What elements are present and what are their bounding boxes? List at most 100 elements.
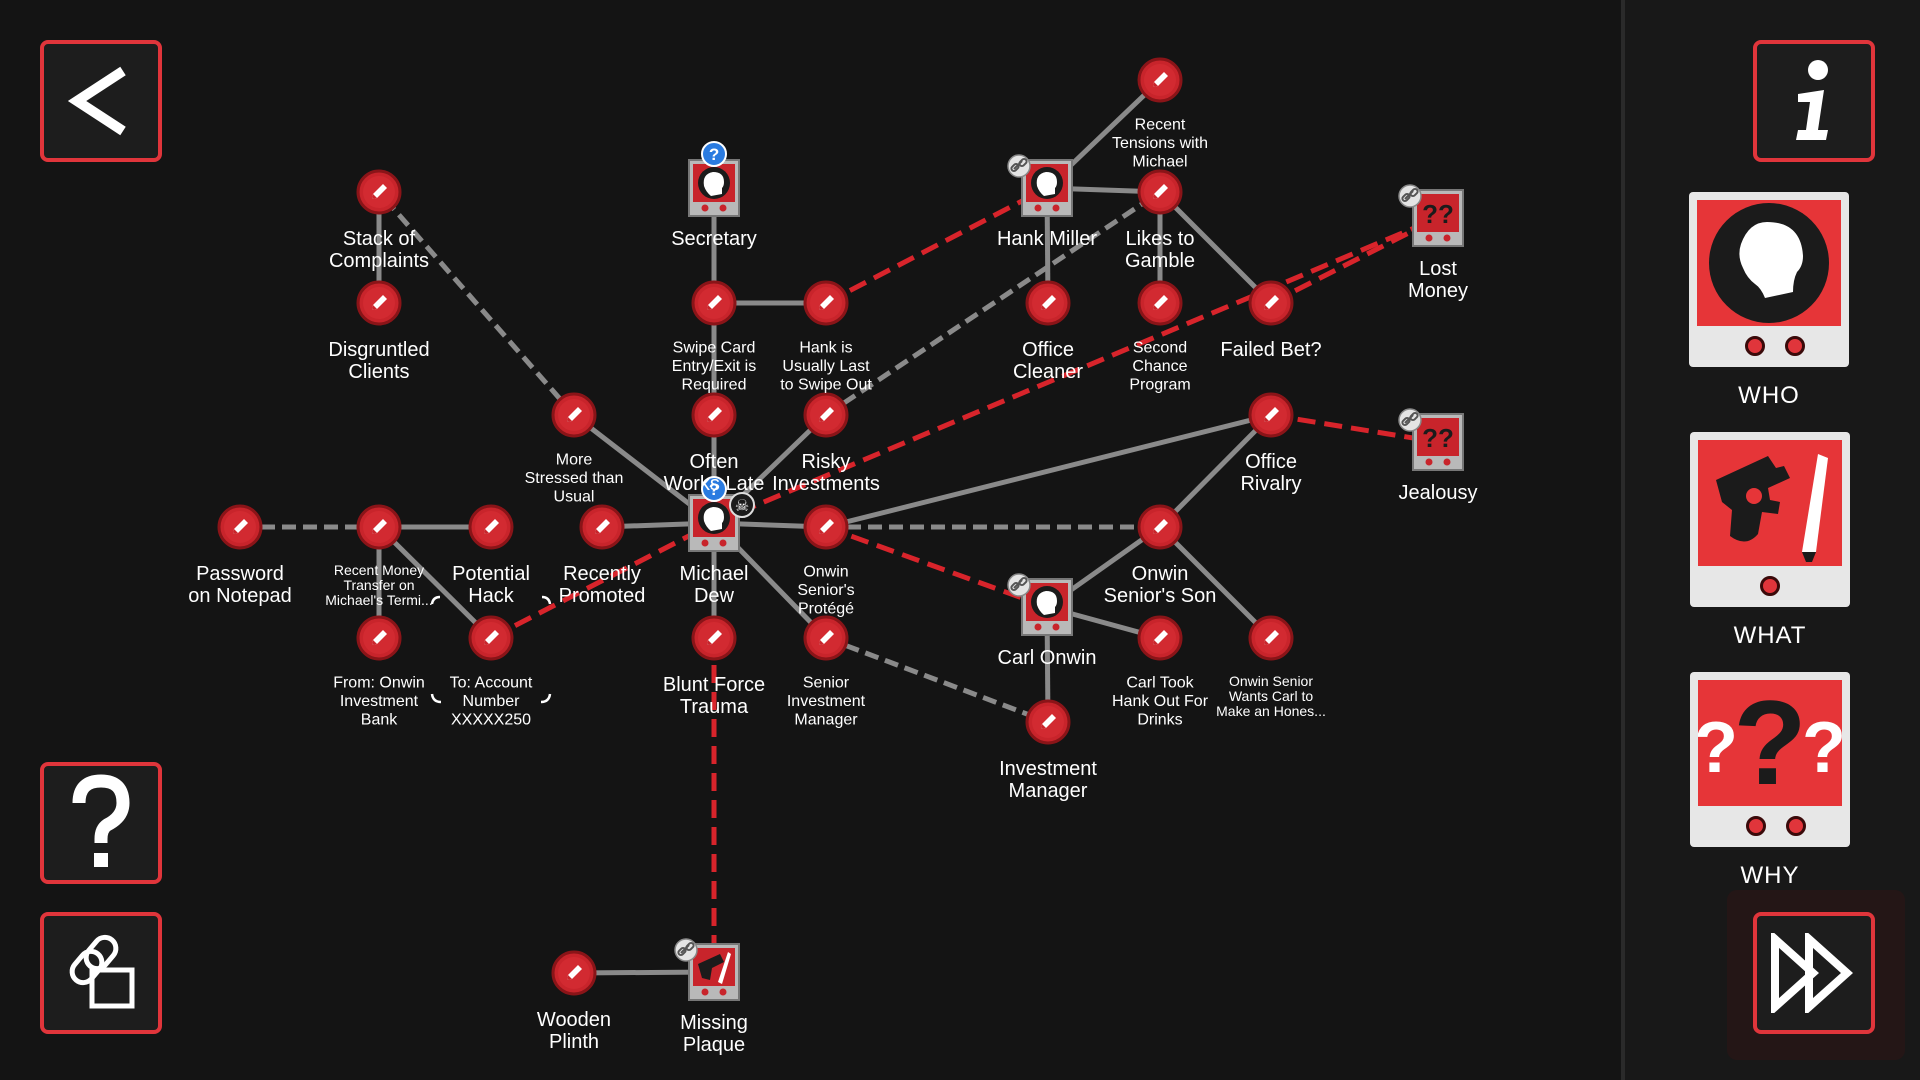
node-onwin-son[interactable]	[1137, 504, 1183, 550]
node-onwin-wants[interactable]	[1248, 615, 1294, 661]
node-carl-onwin[interactable]	[1007, 573, 1073, 636]
link-failed-bet-lost-money	[1269, 215, 1440, 306]
link-likes-gamble-failed-bet	[1158, 190, 1273, 305]
svg-text:?: ?	[709, 145, 719, 164]
node-from-onwin[interactable]	[356, 615, 402, 661]
node-michael-dew[interactable]: ?☠	[688, 476, 755, 552]
info-icon	[1796, 60, 1828, 140]
link-onwin-son-onwin-wants	[1158, 525, 1273, 640]
svg-text:?: ?	[709, 480, 719, 499]
link-badge-icon	[674, 938, 698, 962]
label-hank-miller: Hank Miller	[997, 228, 1097, 250]
node-carl-took[interactable]	[1137, 615, 1183, 661]
head-icon	[1031, 586, 1063, 618]
node-senior-manager[interactable]	[803, 615, 849, 661]
skull-icon: ☠	[729, 492, 755, 518]
svg-text:?: ?	[1698, 708, 1738, 788]
link-badge-icon	[1007, 154, 1031, 178]
link-more-stressed-stack-complaints	[377, 190, 576, 417]
node-hank-last[interactable]	[803, 280, 849, 326]
label-jealousy: Jealousy	[1399, 482, 1478, 504]
link-office-rivalry-jealousy	[1270, 412, 1439, 445]
link-onwin-protege-carl-onwin	[825, 524, 1048, 610]
head-icon	[698, 167, 730, 199]
node-to-account[interactable]	[468, 615, 514, 661]
node-recently-promoted[interactable]	[579, 504, 625, 550]
node-recent-tensions[interactable]	[1137, 57, 1183, 103]
node-recent-transfer[interactable]	[356, 504, 402, 550]
node-likes-gamble[interactable]	[1137, 169, 1183, 215]
back-button[interactable]	[40, 40, 162, 162]
node-investment-manager[interactable]	[1025, 699, 1071, 745]
node-onwin-protege[interactable]	[803, 504, 849, 550]
why-card-dot-1	[1746, 816, 1766, 836]
link-michael-dew-lost-money	[713, 215, 1439, 526]
link-mode-button[interactable]	[40, 912, 162, 1034]
svg-text:?: ?	[1802, 708, 1842, 788]
node-more-stressed[interactable]	[551, 392, 597, 438]
node-hank-miller[interactable]	[1007, 154, 1073, 217]
node-stack-complaints[interactable]	[356, 169, 402, 215]
link-badge-icon	[1007, 573, 1031, 597]
why-card[interactable]: ? ? ?	[1690, 672, 1850, 847]
node-potential-hack[interactable]	[468, 504, 514, 550]
gun-and-knife-icon	[1716, 454, 1828, 562]
question-mark-icon	[72, 774, 130, 867]
node-second-chance[interactable]	[1137, 280, 1183, 326]
weapon-icon	[698, 952, 731, 984]
node-lost-money[interactable]: ??	[1398, 184, 1464, 247]
node-office-rivalry[interactable]	[1248, 392, 1294, 438]
node-risky-invest[interactable]	[803, 392, 849, 438]
node-swipe-card[interactable]	[691, 280, 737, 326]
node-blunt-force[interactable]	[691, 615, 737, 661]
info-button[interactable]	[1753, 40, 1875, 162]
node-wooden-plinth[interactable]	[551, 950, 597, 996]
node-disgruntled[interactable]	[356, 280, 402, 326]
motive-icon: ??	[1422, 199, 1454, 229]
node-missing-plaque[interactable]	[674, 938, 740, 1001]
who-card[interactable]	[1689, 192, 1849, 367]
chain-link-icon	[69, 934, 135, 1009]
question-marks-icon: ? ? ?	[1694, 676, 1846, 810]
help-button[interactable]	[40, 762, 162, 884]
motive-icon: ??	[1422, 423, 1454, 453]
node-jealousy[interactable]: ??	[1398, 408, 1464, 471]
what-label: WHAT	[1733, 622, 1807, 649]
selection-brackets	[430, 595, 552, 704]
question-badge-icon: ?	[701, 141, 727, 167]
what-card[interactable]	[1690, 432, 1850, 607]
node-secretary[interactable]: ?	[688, 141, 740, 217]
node-password[interactable]	[217, 504, 263, 550]
node-often-late[interactable]	[691, 392, 737, 438]
node-office-cleaner[interactable]	[1025, 280, 1071, 326]
link-hank-last-hank-miller	[824, 185, 1049, 306]
link-badge-icon	[1398, 184, 1422, 208]
what-card-face	[1698, 440, 1842, 566]
node-failed-bet[interactable]	[1248, 280, 1294, 326]
forward-button[interactable]	[1753, 912, 1875, 1034]
chevron-left-icon	[67, 66, 126, 136]
